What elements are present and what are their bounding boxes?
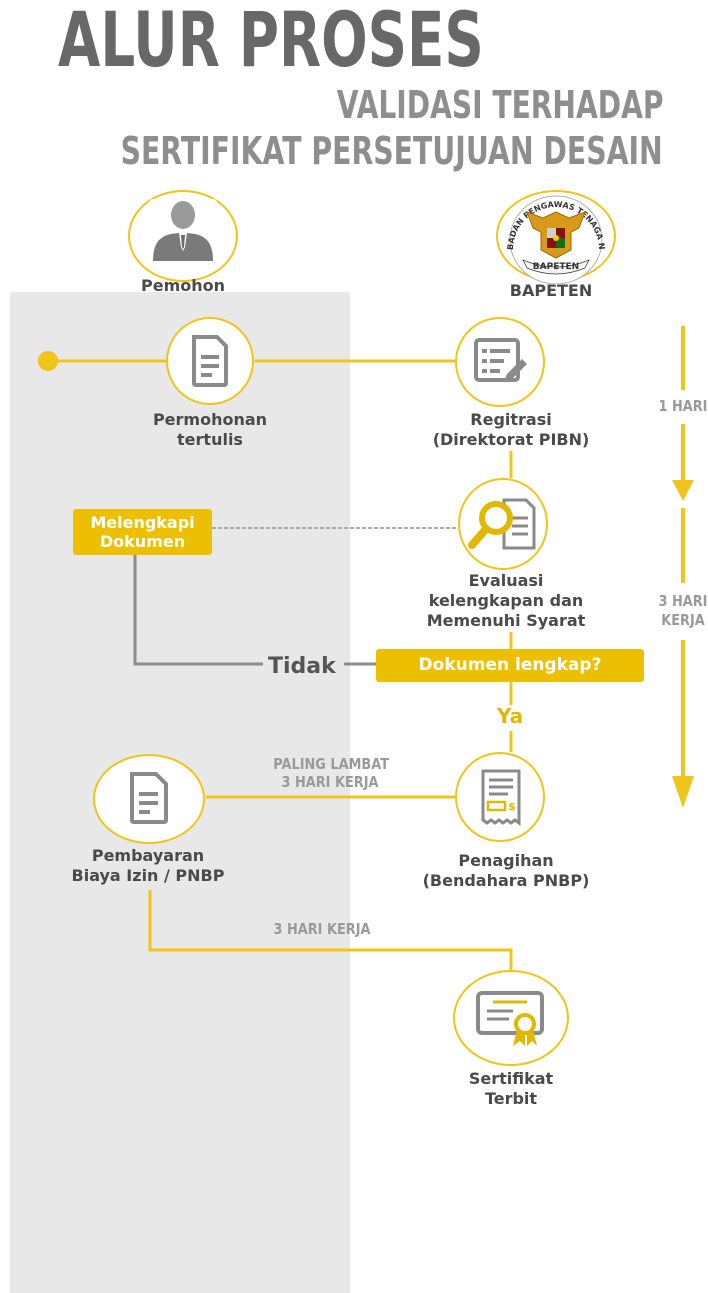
request-label: Permohonan tertulis [130, 410, 290, 450]
billing-circle [455, 752, 545, 842]
complete-documents-line1: Melengkapi [90, 513, 195, 532]
request-circle [166, 317, 254, 405]
certificate-duration-label: 3 HARI KERJA [273, 920, 371, 938]
timeline-arrow-2-head [672, 776, 694, 808]
registration-label-line1: Regitrasi [470, 410, 552, 429]
evaluation-label-line2: kelengkapan dan [428, 591, 584, 610]
request-label-line1: Permohonan [152, 410, 268, 429]
certificate-circle [453, 970, 569, 1066]
payment-duration-line1: PALING LAMBAT [273, 755, 390, 773]
connector-payment-certificate [148, 890, 513, 970]
timeline-first-label: 1 HARI [658, 397, 708, 415]
certificate-label-line2: Terbit [484, 1089, 538, 1108]
payment-duration-line2: 3 HARI KERJA [281, 773, 379, 791]
page-subtitle-line2: SERTIFIKAT PERSETUJUAN DESAIN [120, 129, 663, 173]
bapeten-emblem: BADAN PENGAWAS TENAGA NUKLIR BAPETEN [497, 188, 606, 284]
connector-rejection-loop [133, 552, 263, 666]
magnifier-document-icon [468, 498, 536, 550]
decision-yes-label: Ya [497, 704, 524, 728]
timeline-arrow-1-head [672, 480, 694, 501]
billing-label-line2: (Bendahara PNBP) [422, 871, 590, 890]
payment-label: Pembayaran Biaya Izin / PNBP [58, 846, 238, 886]
timeline-second-line1: 3 HARI [658, 592, 708, 610]
page-title: ALUR PROSES [58, 0, 484, 84]
person-icon [149, 199, 217, 261]
timeline-second-label: 3 HARI KERJA [653, 592, 708, 630]
payment-duration-label: PALING LAMBAT 3 HARI KERJA [273, 755, 390, 791]
evaluation-label: Evaluasi kelengkapan dan Memenuhi Syarat [406, 571, 606, 631]
payment-document-icon [130, 772, 168, 824]
agency-label: BAPETEN [509, 281, 593, 300]
decision-no-label: Tidak [268, 654, 336, 679]
payment-circle [93, 754, 205, 844]
complete-documents-line2: Dokumen [99, 532, 186, 551]
billing-label-line1: Penagihan [458, 851, 554, 870]
document-icon [192, 335, 228, 387]
emblem-banner-text: BAPETEN [533, 262, 579, 272]
certificate-icon [476, 991, 544, 1046]
evaluation-label-line3: Memenuhi Syarat [426, 611, 586, 630]
invoice-icon: $ [481, 769, 521, 826]
payment-label-line1: Pembayaran [91, 846, 205, 865]
page-subtitle-line1: VALIDASI TERHADAP [336, 83, 663, 127]
billing-label: Penagihan (Bendahara PNBP) [411, 851, 601, 891]
registration-label-line2: (Direktorat PIBN) [432, 430, 590, 449]
timeline-second-line2: KERJA [661, 611, 705, 629]
request-label-line2: tertulis [177, 430, 243, 449]
applicant-circle [128, 190, 238, 282]
svg-text:$: $ [508, 800, 516, 813]
complete-documents-box: Melengkapi Dokumen [73, 509, 212, 555]
certificate-label: Sertifikat Terbit [431, 1069, 591, 1109]
registration-label: Regitrasi (Direktorat PIBN) [421, 410, 601, 450]
decision-box: Dokumen lengkap? [376, 649, 644, 682]
evaluation-label-line1: Evaluasi [468, 571, 544, 590]
payment-label-line2: Biaya Izin / PNBP [71, 866, 225, 885]
applicant-label: Pemohon [140, 276, 225, 295]
form-edit-icon [474, 338, 527, 382]
certificate-label-line1: Sertifikat [468, 1069, 554, 1088]
